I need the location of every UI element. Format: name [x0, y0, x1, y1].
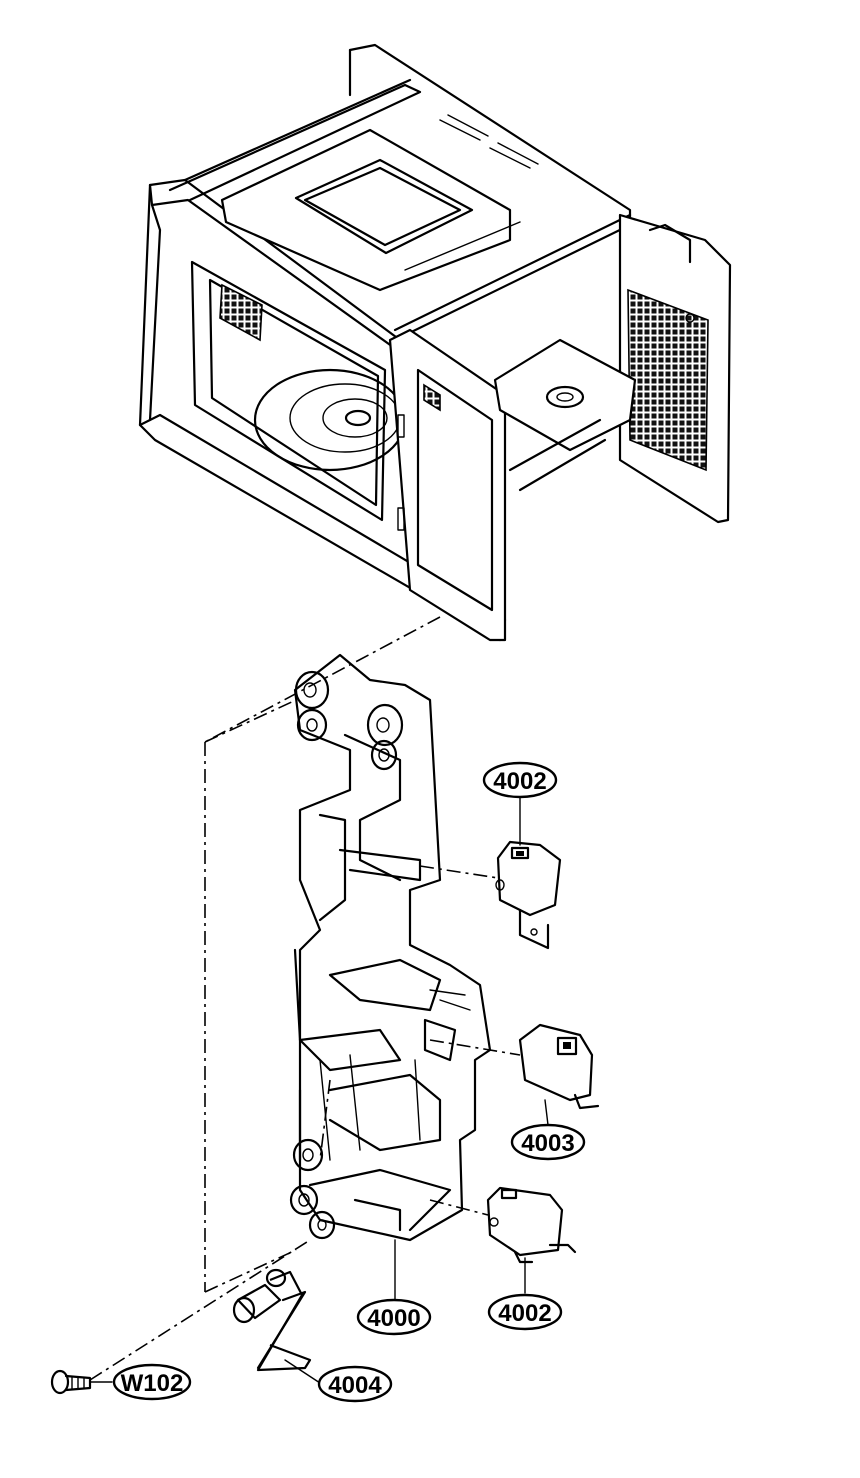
callout-W102: W102: [112, 1363, 192, 1401]
latch-lever: [232, 1268, 312, 1372]
interlock-bracket: [289, 653, 492, 1242]
callout-label: 4000: [367, 1305, 420, 1332]
callout-4003: 4003: [510, 1123, 586, 1161]
leader-lines: [89, 794, 549, 1384]
assembly-guide-lines: [89, 616, 521, 1381]
callout-label: 4002: [498, 1300, 551, 1327]
callout-label: 4004: [328, 1372, 382, 1399]
callout-4002-lower: 4002: [487, 1293, 563, 1331]
switch-lower: [486, 1186, 577, 1264]
callout-4004: 4004: [317, 1365, 393, 1403]
callout-4002-upper: 4002: [482, 761, 558, 799]
callout-label: 4003: [521, 1130, 574, 1157]
callout-label: W102: [121, 1370, 184, 1397]
switch-middle: [518, 1023, 600, 1110]
cavity-assembly: [138, 43, 732, 642]
screw: [50, 1369, 92, 1395]
switch-upper: [495, 840, 562, 950]
callout-4000: 4000: [356, 1298, 432, 1336]
callout-label: 4002: [493, 768, 546, 795]
